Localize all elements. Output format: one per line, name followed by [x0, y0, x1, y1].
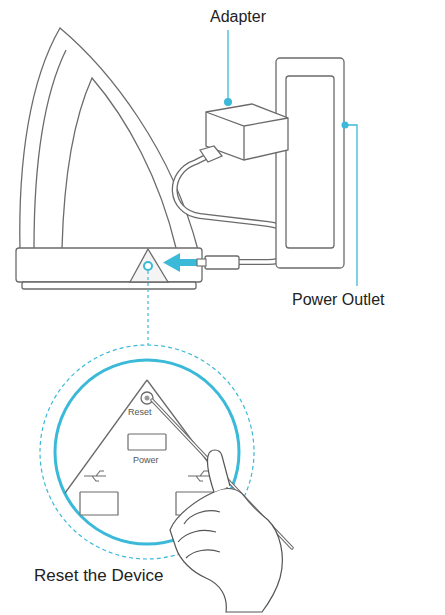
device-shell	[20, 28, 198, 250]
port-panel	[130, 249, 168, 282]
zoom-leader	[147, 271, 148, 345]
cable	[175, 154, 293, 262]
leader-dot	[224, 98, 232, 106]
arrow-head	[163, 253, 180, 272]
device-foot	[22, 282, 196, 289]
hand-palm	[170, 489, 282, 612]
finger	[207, 450, 230, 492]
usb-symbol	[84, 471, 210, 481]
device-base	[16, 248, 202, 282]
usb-slot	[80, 492, 118, 515]
reset-button	[145, 396, 150, 401]
insert-arrow	[163, 253, 198, 272]
finger	[178, 530, 216, 542]
zoom-caption: Reset the Device	[34, 566, 163, 586]
cable-inner	[175, 154, 293, 262]
arrow-shaft	[178, 259, 198, 266]
port-label: Power	[133, 455, 159, 465]
outlet-face	[286, 76, 334, 248]
part-label: Power Outlet	[292, 291, 384, 309]
finger	[184, 511, 220, 524]
device-contour	[62, 78, 176, 248]
reset-hole	[141, 392, 153, 404]
leader-line	[227, 30, 228, 100]
hand	[170, 450, 282, 612]
finger	[186, 550, 220, 558]
panel-edge	[60, 380, 236, 500]
adapter-plug	[200, 146, 222, 162]
power-outlet	[276, 58, 344, 268]
usb-tip	[197, 259, 206, 266]
leader-dot	[342, 122, 349, 129]
device	[16, 28, 202, 289]
zoom-marker	[144, 262, 152, 270]
part-label: Adapter	[210, 8, 266, 26]
leader-line	[346, 125, 357, 286]
outlet-plate	[276, 58, 344, 268]
power-port	[128, 434, 166, 450]
adapter	[200, 104, 288, 162]
device-contour	[34, 50, 66, 248]
port-label: Reset	[128, 407, 152, 417]
usb-plug	[205, 256, 239, 269]
